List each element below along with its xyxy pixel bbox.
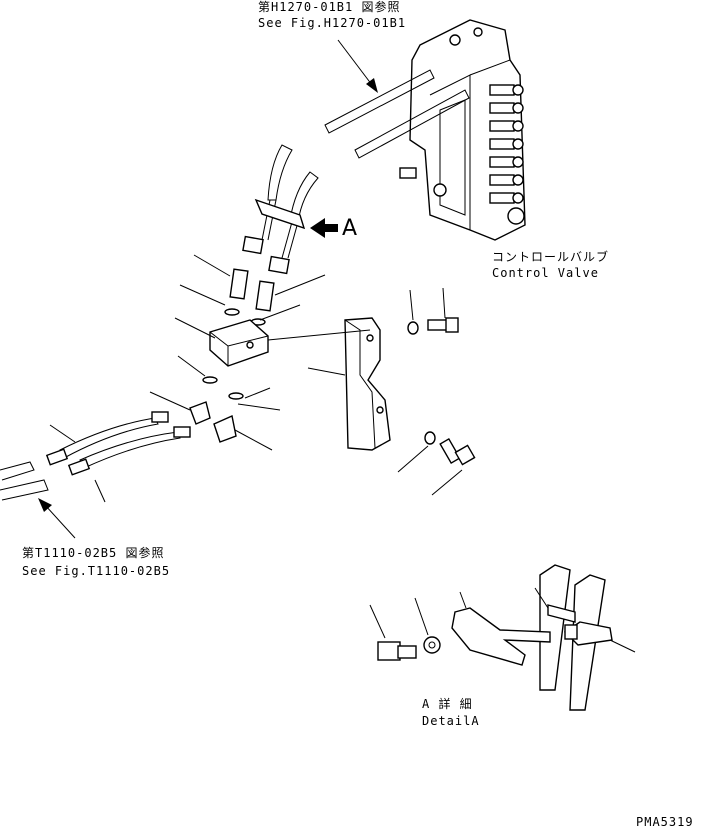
detail-a-drawing [369, 564, 636, 711]
leader-lines [49, 254, 463, 503]
bottom-ref-en: See Fig.T1110-02B5 [22, 564, 171, 578]
control-valve-drawing [399, 19, 526, 241]
control-valve-label-en: Control Valve [492, 266, 599, 280]
view-arrow-a [310, 218, 338, 238]
lower-hoses [0, 411, 191, 501]
mounting-bracket [344, 317, 391, 451]
detail-title-en: DetailA [422, 714, 480, 728]
ref-arrow-top [337, 39, 378, 93]
adapters-and-block [189, 268, 275, 443]
arrow-a-label: A [342, 216, 358, 241]
bolts-and-washers [407, 317, 476, 466]
drawing-code: PMA5319 [636, 815, 694, 829]
top-ref-en: See Fig.H1270-01B1 [258, 16, 407, 30]
control-valve-label-jp: コントロールバルブ [492, 250, 610, 264]
ref-arrow-bottom [38, 498, 76, 539]
hose-clamp [254, 198, 306, 230]
top-ref-jp: 第H1270-01B1 図参照 [258, 0, 401, 14]
detail-title-jp: A 詳 細 [422, 697, 473, 711]
valve-spools [489, 84, 525, 225]
bottom-ref-jp: 第T1110-02B5 図参照 [22, 546, 165, 560]
